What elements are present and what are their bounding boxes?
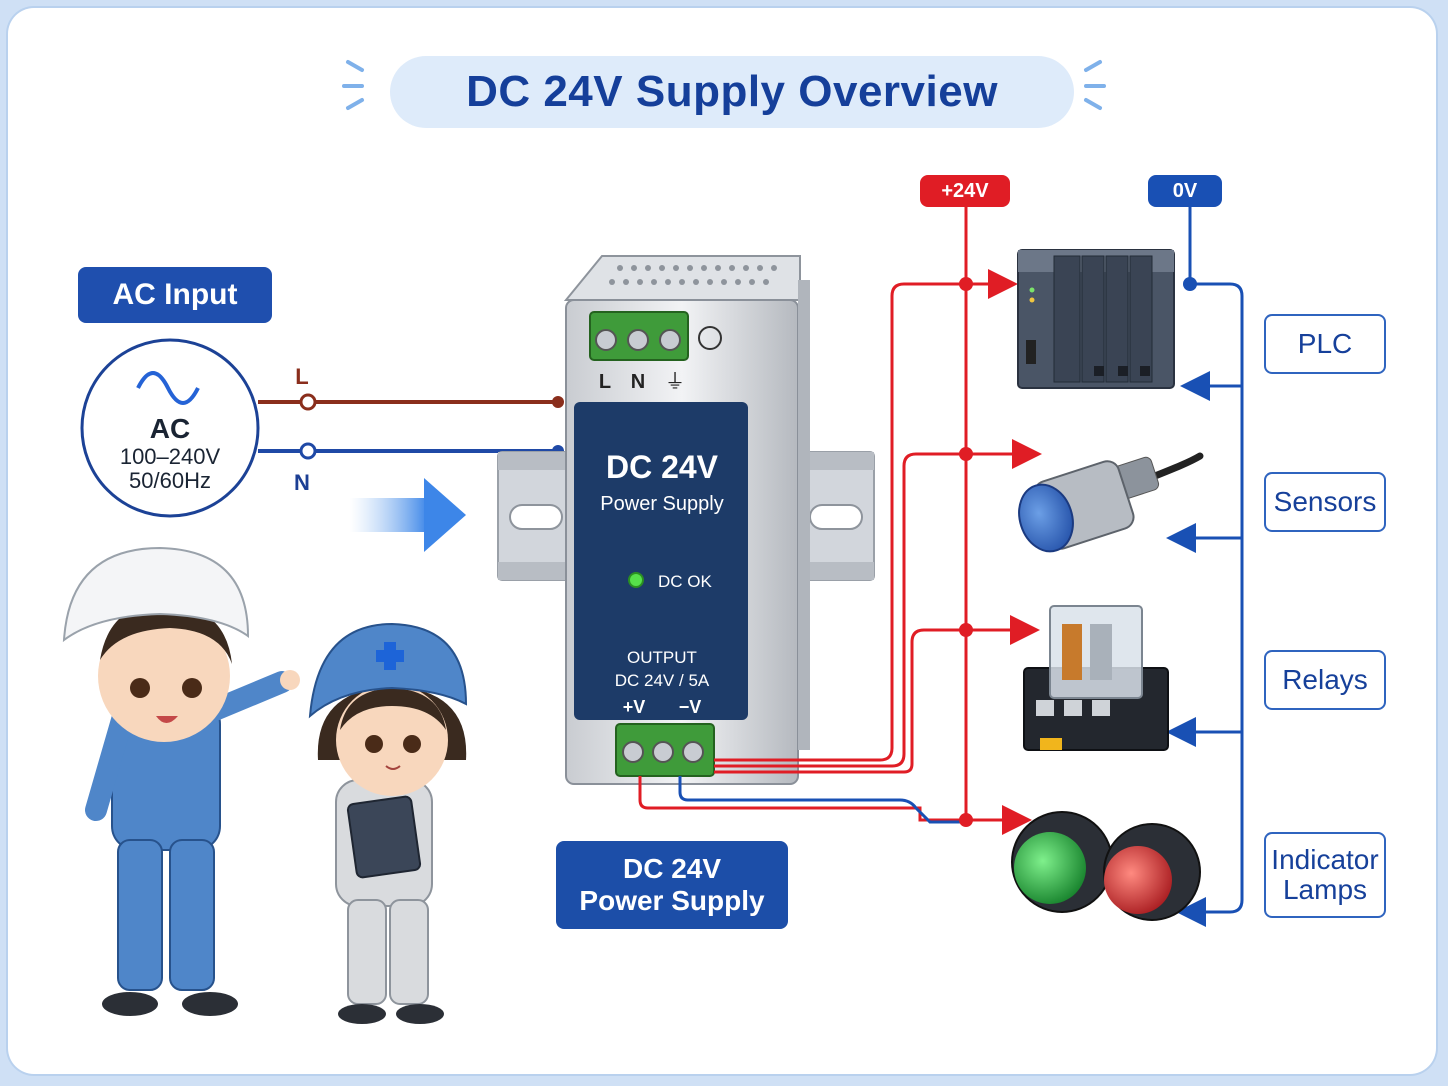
title-banner: DC 24V Supply Overview: [390, 56, 1074, 128]
ac-wires: [258, 393, 564, 460]
psu-caption-line1: DC 24V: [622, 853, 722, 884]
psu-plus-label: +V: [623, 697, 646, 717]
dc-output-wiring: [638, 206, 1244, 927]
ac-input-badge: AC Input: [78, 267, 272, 323]
plc-device-icon: [1017, 249, 1175, 389]
device-label-relays: Relays: [1264, 650, 1386, 710]
dc-ok-indicator-label: DC OK: [658, 572, 713, 591]
device-label-indicator-line2: Lamps: [1282, 874, 1368, 905]
device-label-indicator-line1: Indicator: [1271, 844, 1379, 875]
relay-icon: [1023, 605, 1169, 751]
psu-minus-label: −V: [679, 697, 702, 717]
psu-caption-badge: DC 24V Power Supply: [556, 841, 788, 929]
ac-source-symbol: [80, 338, 260, 518]
device-label-sensors: Sensors: [1264, 472, 1386, 532]
proximity-sensor-icon: [1018, 452, 1204, 553]
psu-output-rating: DC 24V / 5A: [615, 671, 710, 690]
negative-rail-badge: 0V: [1148, 175, 1222, 207]
inspector-worker-illustration: [308, 622, 468, 1024]
ac-voltage-text: 100–240V: [120, 444, 221, 469]
psu-terminal-ground: ⏚: [665, 369, 685, 393]
psu-output-title: OUTPUT: [627, 648, 697, 667]
engineer-worker-illustration: [62, 546, 300, 1016]
ac-frequency-text: 50/60Hz: [129, 468, 211, 493]
indicator-lamps-icon: [1011, 811, 1201, 921]
psu-caption-line2: Power Supply: [579, 885, 765, 916]
psu-panel-title: DC 24V: [606, 449, 719, 485]
line-wire-label: L: [295, 364, 308, 389]
psu-panel-subtitle: Power Supply: [600, 493, 723, 515]
rail-junction-dots: [959, 277, 1197, 827]
title-sparkles: [342, 60, 1106, 110]
power-supply-unit: [563, 255, 810, 785]
device-label-plc: PLC: [1264, 314, 1386, 374]
psu-terminal-l: L: [599, 371, 611, 393]
flow-arrow: [350, 478, 466, 552]
ac-symbol-text: AC: [150, 413, 190, 444]
psu-terminal-n: N: [631, 371, 645, 393]
page-title: DC 24V Supply Overview: [466, 67, 998, 116]
neutral-wire-label: N: [294, 470, 310, 495]
device-label-indicator-lamps: Indicator Lamps: [1264, 832, 1386, 918]
positive-rail-badge: +24V: [920, 175, 1010, 207]
